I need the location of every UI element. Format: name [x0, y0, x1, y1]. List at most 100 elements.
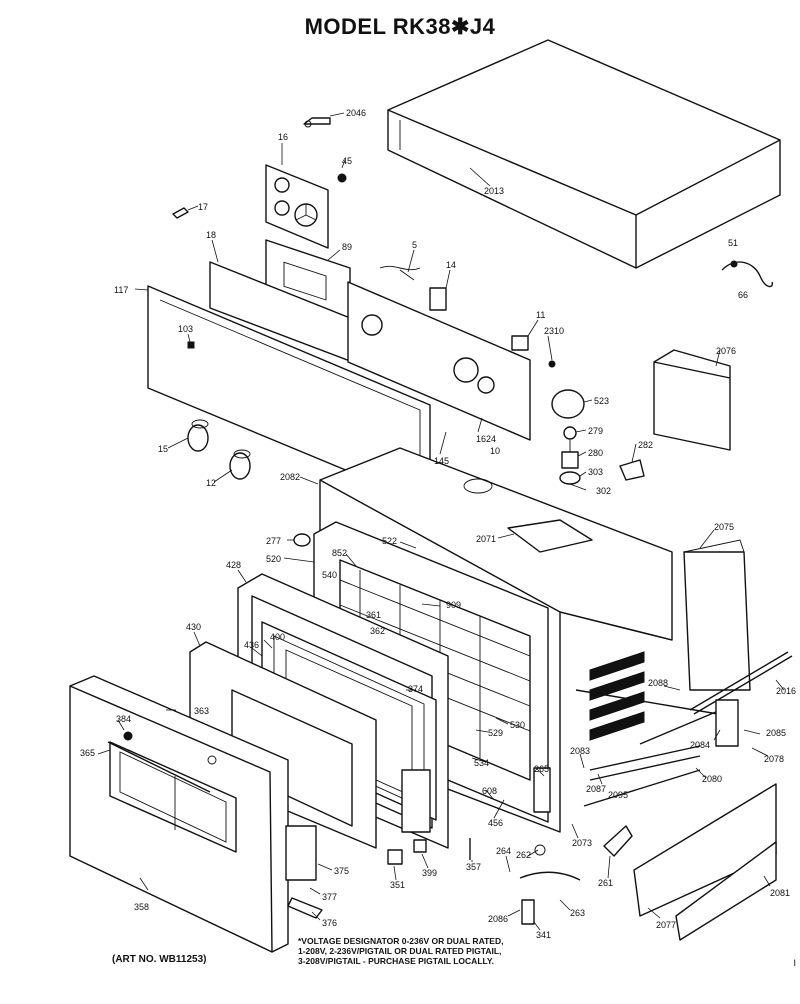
label-2095: 2095	[608, 790, 628, 800]
heat-shield-2076	[653, 349, 731, 451]
label-18: 18	[206, 230, 216, 240]
label-384: 384	[116, 714, 131, 724]
label-282: 282	[638, 440, 653, 450]
label-2013: 2013	[484, 186, 504, 196]
label-265: 265	[534, 764, 549, 774]
label-277: 277	[266, 536, 281, 546]
label-117: 117	[114, 285, 128, 295]
label-400: 400	[270, 632, 285, 642]
label-17: 17	[198, 202, 208, 212]
knob-45	[337, 173, 347, 183]
label-362: 362	[370, 626, 385, 636]
label-2078: 2078	[764, 754, 784, 764]
oven-door-358	[69, 675, 289, 953]
voltage-note-line-3: 3-208V/PIGTAIL - PURCHASE PIGTAIL LOCALL…	[298, 956, 495, 966]
label-399: 399	[422, 868, 437, 878]
label-2046: 2046	[346, 108, 366, 118]
bracket-261	[603, 825, 633, 857]
clip-17	[172, 207, 189, 219]
label-357: 357	[466, 862, 481, 872]
label-2077: 2077	[656, 920, 676, 930]
label-2075: 2075	[714, 522, 734, 532]
label-16: 16	[278, 132, 288, 142]
label-2310: 2310	[544, 326, 564, 336]
switch-11	[511, 335, 529, 351]
label-12: 12	[206, 478, 216, 488]
label-2086: 2086	[488, 914, 508, 924]
label-302: 302	[596, 486, 611, 496]
label-89: 89	[342, 242, 352, 252]
label-51: 51	[728, 238, 738, 248]
label-279: 279	[588, 426, 603, 436]
label-263: 263	[570, 908, 585, 918]
label-11: 11	[536, 310, 545, 320]
label-45: 45	[342, 156, 352, 166]
label-2071: 2071	[476, 534, 496, 544]
knob-277	[293, 533, 311, 547]
burner-tube-263	[519, 844, 581, 925]
part-labels: 2046 16 45 2013 17 18 89 5 14 51 66 117 …	[80, 108, 796, 940]
label-2082: 2082	[280, 472, 300, 482]
label-374: 374	[408, 684, 423, 694]
label-436: 436	[244, 640, 259, 650]
label-14: 14	[446, 260, 456, 270]
voltage-note-line-1: *VOLTAGE DESIGNATOR 0-236V OR DUAL RATED…	[298, 936, 504, 946]
label-909: 909	[446, 600, 461, 610]
label-2081: 2081	[770, 888, 790, 898]
block-399	[413, 839, 427, 853]
bracket-282	[619, 459, 645, 481]
label-520: 520	[266, 554, 281, 564]
art-number: (ART NO. WB11253)	[112, 954, 207, 965]
label-456: 456	[488, 818, 503, 828]
label-2088: 2088	[648, 678, 668, 688]
voltage-note: *VOLTAGE DESIGNATOR 0-236V OR DUAL RATED…	[298, 936, 558, 966]
label-430: 430	[186, 622, 201, 632]
label-145: 145	[434, 456, 449, 466]
label-2016: 2016	[776, 686, 796, 696]
control-board	[347, 265, 531, 441]
voltage-note-line-2: 1-208V, 2-236V/PIGTAIL OR DUAL RATED PIG…	[298, 946, 502, 956]
label-852: 852	[332, 548, 347, 558]
label-2085: 2085	[766, 728, 786, 738]
label-2087: 2087	[586, 784, 606, 794]
label-2076: 2076	[716, 346, 736, 356]
bottom-element	[575, 689, 739, 807]
label-358: 358	[134, 902, 149, 912]
control-plate	[265, 164, 329, 249]
hinge-assembly-608	[401, 767, 551, 833]
label-66: 66	[738, 290, 748, 300]
label-376: 376	[322, 918, 337, 928]
knob-15	[187, 419, 209, 452]
power-cord-2016	[689, 651, 793, 715]
label-530: 530	[510, 720, 525, 730]
label-351: 351	[390, 880, 405, 890]
label-2073: 2073	[572, 838, 592, 848]
label-261: 261	[598, 878, 613, 888]
top-cover	[387, 39, 781, 269]
label-522: 522	[382, 536, 397, 546]
label-15: 15	[158, 444, 168, 454]
label-262: 262	[516, 850, 531, 860]
label-363: 363	[194, 706, 209, 716]
drawer-front-2077	[675, 841, 777, 941]
label-2080: 2080	[702, 774, 722, 784]
label-264: 264	[496, 846, 511, 856]
page-mark: I	[793, 958, 796, 968]
label-10: 10	[490, 446, 500, 456]
label-2083: 2083	[570, 746, 590, 756]
knob-12	[229, 449, 251, 480]
leader-lines	[97, 112, 785, 931]
label-529: 529	[488, 728, 503, 738]
label-341: 341	[536, 930, 551, 940]
label-523: 523	[594, 396, 609, 406]
label-1624: 1624	[476, 434, 496, 444]
cap-523	[551, 389, 585, 419]
label-375: 375	[334, 866, 349, 876]
valve-stack	[559, 426, 581, 485]
label-377: 377	[322, 892, 337, 902]
hinge-376	[287, 897, 323, 919]
rear-panel-2075	[683, 539, 751, 691]
label-428: 428	[226, 560, 241, 570]
cord-51	[721, 260, 773, 288]
label-534: 534	[474, 758, 489, 768]
